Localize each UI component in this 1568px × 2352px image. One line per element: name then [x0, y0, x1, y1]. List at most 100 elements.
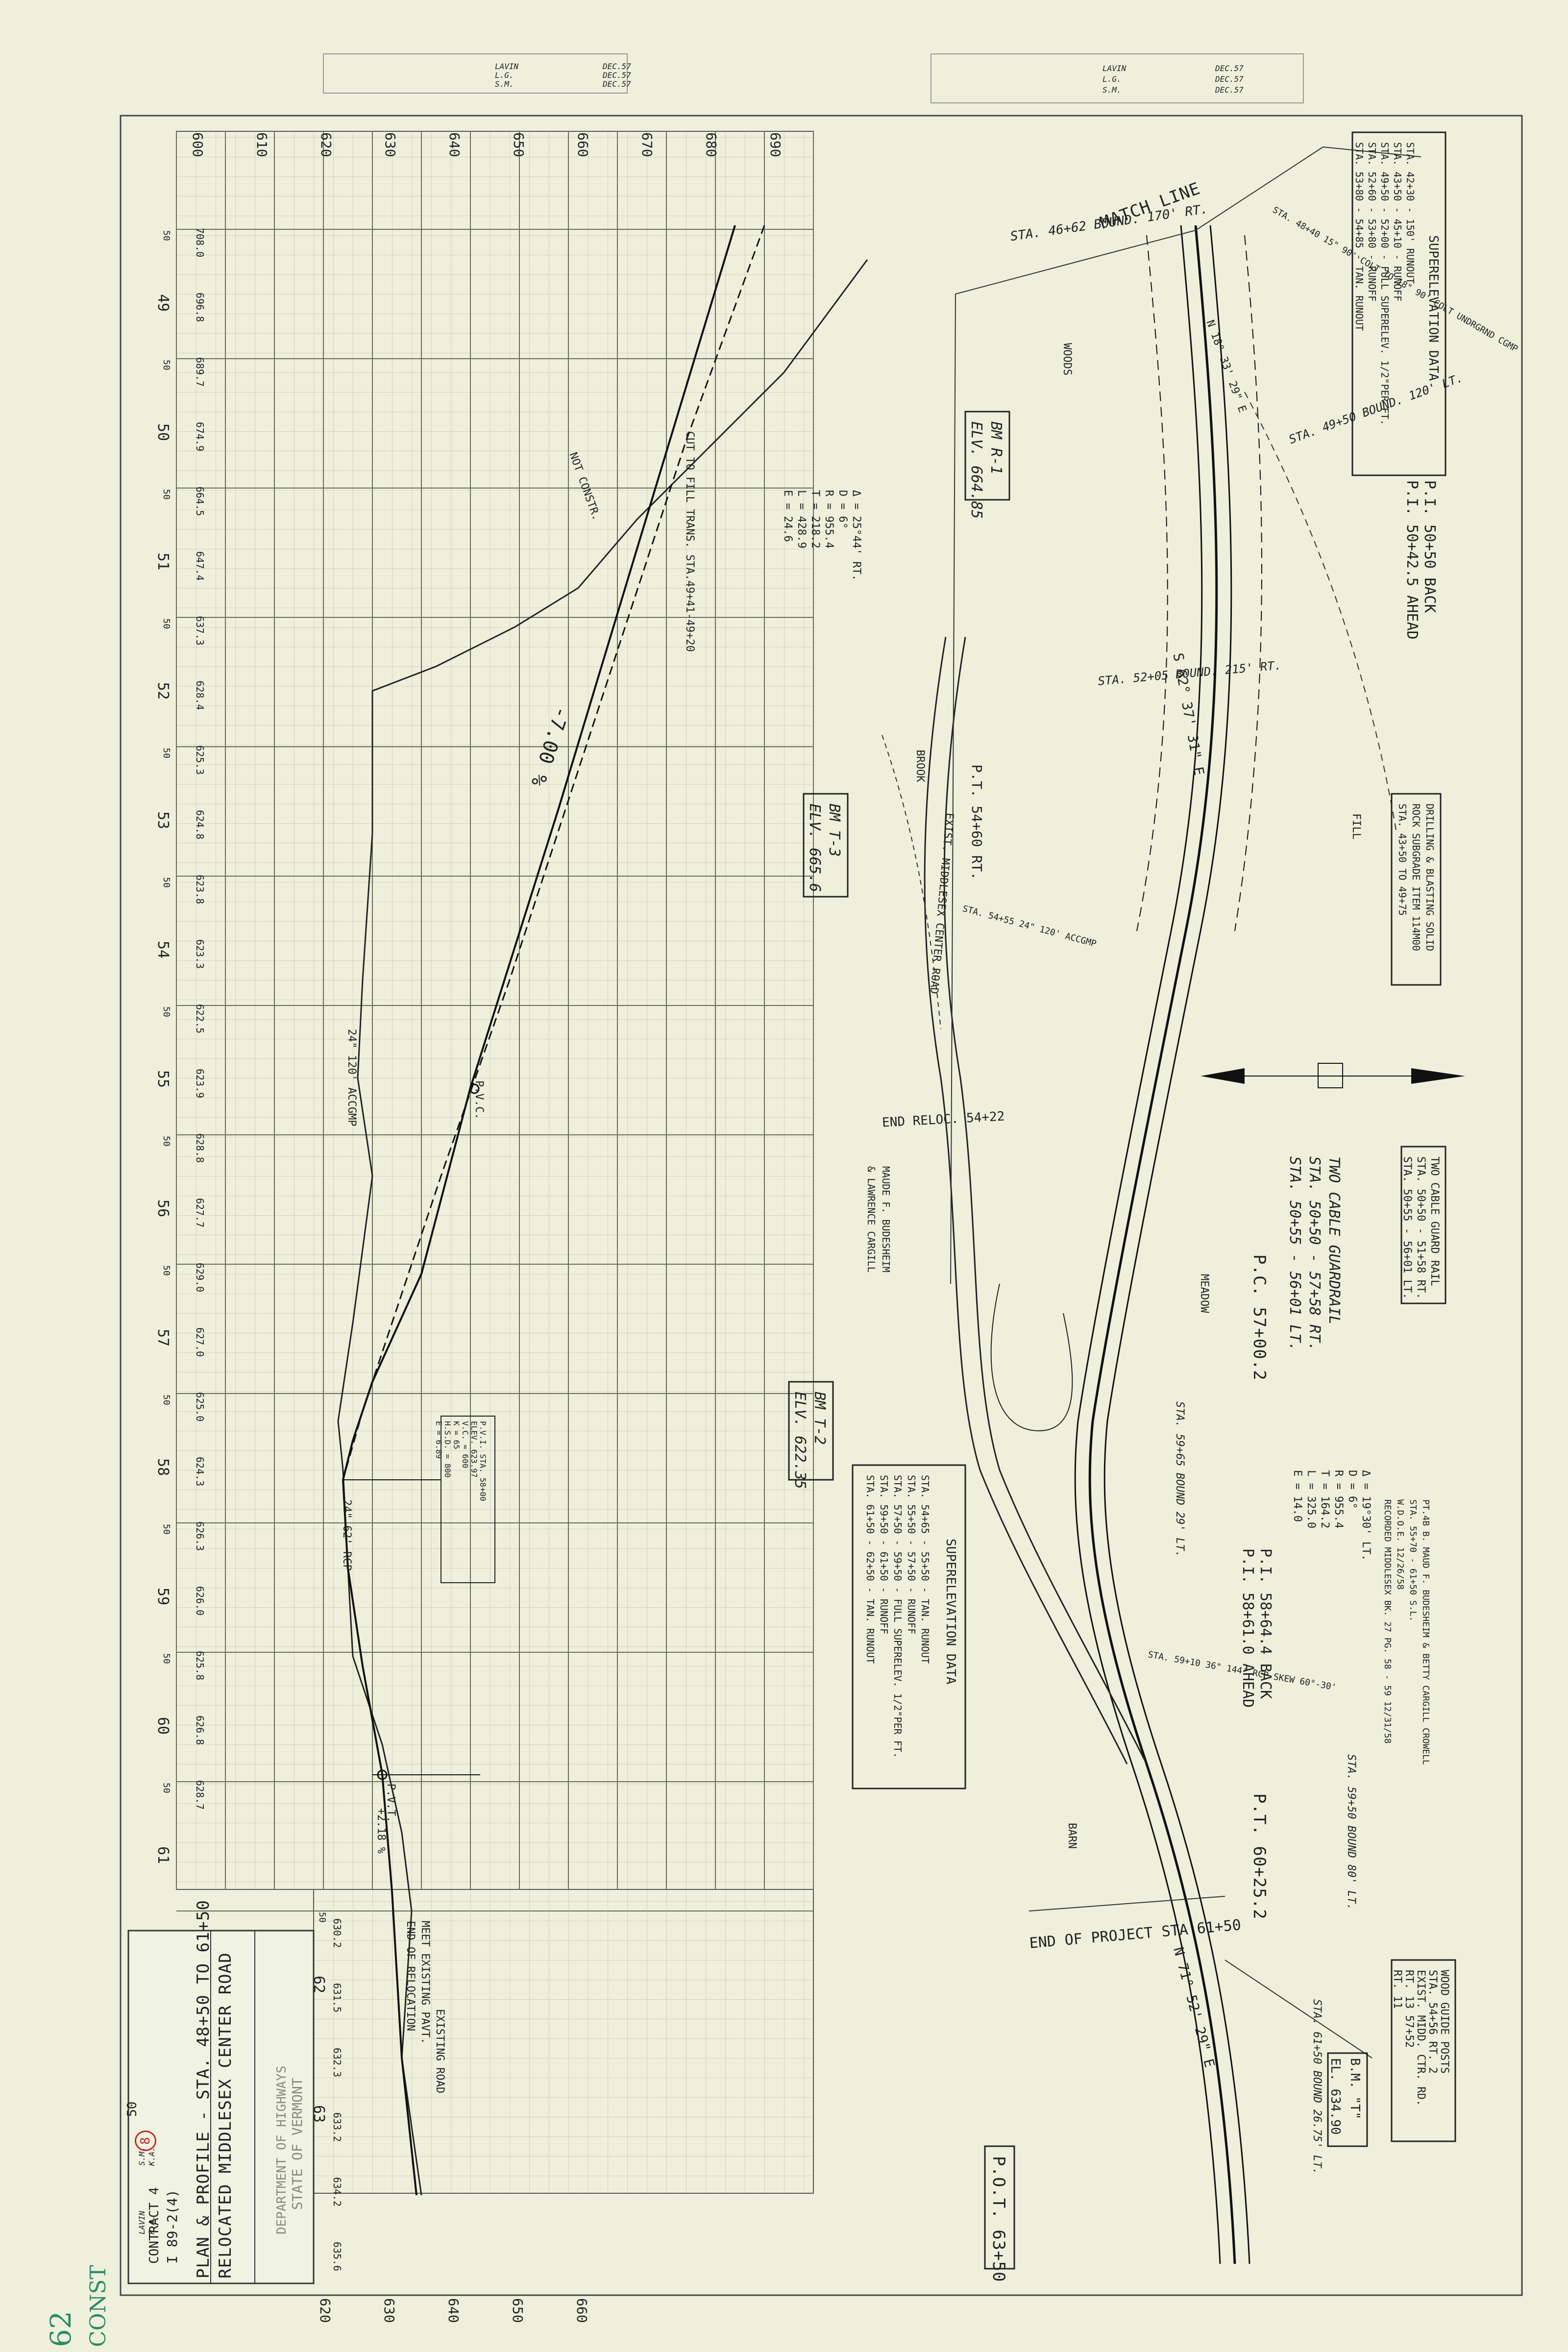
ground-elevation-label: 624.8 — [194, 810, 206, 840]
half-station-label: 50 — [161, 748, 172, 759]
station-label: 59 — [154, 1588, 172, 1606]
ground-elevation-label: 628.7 — [194, 1780, 206, 1810]
property-lines — [882, 147, 1421, 2058]
department: DEPARTMENT OF HIGHWAYS — [274, 2065, 289, 2234]
ground-elevation-label: 629.0 — [194, 1263, 206, 1293]
half-station-label: 50 — [161, 1524, 172, 1535]
signature: R.A. — [147, 2215, 156, 2234]
ground-elevation-label: 627.7 — [194, 1198, 206, 1228]
elevation-label-bottom: 650 — [510, 2298, 526, 2323]
drill-line: STA. 43+50 TO 49+75 — [1396, 804, 1408, 916]
elevation-label-bottom: 660 — [574, 2298, 590, 2323]
station-label: 53 — [154, 811, 172, 830]
se1-line: STA. 42+30 - 150' RUNOUT — [1404, 142, 1416, 284]
bm-t3-box — [803, 793, 849, 898]
ground-elevation-label: 634.2 — [331, 2177, 343, 2207]
bmt-line: B.M. "T" — [1348, 2058, 1362, 2120]
sheet-border — [120, 115, 1523, 2296]
deed-line: W.D.O.E. 12/26/58 — [1395, 1499, 1405, 1590]
se2-line: STA. 61+50 - 62+50 - TAN. RUNOUT — [864, 1475, 876, 1664]
brook-label: BROOK — [914, 750, 926, 783]
pvc-point — [469, 1083, 480, 1094]
guardh-line: STA. 50+50 - 57+58 RT. — [1306, 1156, 1323, 1351]
proposed-grade-dashed — [342, 225, 765, 1480]
se1-line: STA. 49+50 - 52+00 - FULL SUPERELEV. 1/2… — [1379, 142, 1391, 425]
ground-elevation-label: 627.0 — [194, 1327, 206, 1357]
curve1-line: R = 955.4 — [823, 490, 835, 549]
station-label: 54 — [154, 941, 172, 959]
station-label: 56 — [154, 1200, 172, 1218]
drill-line: DRILLING & BLASTING SOLID — [1424, 804, 1436, 952]
pvc-label: P.V.C. — [473, 1080, 485, 1120]
revision-entry: DEC.57 — [603, 62, 631, 71]
revision-entry: L.G. — [495, 71, 514, 80]
se2-line: STA. 55+50 - 57+50 - RUNOFF — [906, 1475, 917, 1635]
ground-elevation-label: 623.3 — [194, 939, 206, 969]
elevation-label-top: 620 — [318, 132, 334, 157]
station-label: 57 — [154, 1329, 172, 1347]
deed-line: RECORDED MIDDLESEX BK. 27 PG. 58 - 59 12… — [1382, 1499, 1393, 1744]
existing-road-label: EXISTING ROAD — [434, 2009, 446, 2094]
ground-elevation-label: 623.8 — [194, 875, 206, 905]
station-label: 61 — [154, 1846, 172, 1864]
bmt3-line: BM T-3 — [826, 804, 843, 857]
curve1-line: T = 218.2 — [809, 490, 821, 549]
curve2-line: E = 14.0 — [1291, 1470, 1303, 1522]
elevation-label-top: 680 — [703, 132, 719, 157]
ground-elevation-label: 625.8 — [194, 1651, 206, 1681]
revision-block-2 — [931, 53, 1304, 103]
sta-bound-4: STA. 59+65 BOUND 29' LT. — [1174, 1401, 1186, 1557]
pvi-box-line: K = 65 — [452, 1421, 461, 1449]
elevation-label-bottom: 640 — [445, 2298, 462, 2323]
bm-r1-box — [964, 411, 1010, 501]
bm-t2-box — [788, 1381, 834, 1481]
road-alignment — [1074, 225, 1262, 2264]
curve1-line: E = 24.6 — [782, 490, 794, 542]
subtitle: PLAN & PROFILE - STA. 48+50 TO 61+50 — [194, 1900, 213, 2278]
elevation-label-top: 630 — [382, 132, 398, 157]
superelevation-box-2 — [852, 1464, 966, 1789]
half-station-label: 50 — [161, 1653, 172, 1664]
bmr1-line: BM R-1 — [987, 421, 1004, 475]
bmt2-line: BM T-2 — [811, 1392, 828, 1445]
half-station-label: 50 — [161, 489, 172, 500]
pvi-box-line: P.V.I. STA. 58+00 — [478, 1421, 488, 1501]
station-label: 52 — [154, 682, 172, 700]
se2-heading: SUPERELEVATION DATA — [943, 1539, 958, 1685]
barn-label: BARN — [1066, 1823, 1078, 1849]
station-label: 63 — [310, 2105, 327, 2123]
se2-line: STA. 59+50 - 61+50 - RUNOFF — [878, 1475, 890, 1635]
bm-t-box — [1327, 2052, 1368, 2147]
station-label: 55 — [154, 1070, 172, 1088]
elevation-label-top: 640 — [446, 132, 463, 157]
wood-posts-box — [1391, 1959, 1456, 2142]
pt-2-label: P.T. 60+25.2 — [1250, 1793, 1269, 1920]
title-block-frame — [127, 1930, 315, 2284]
profile-grid — [176, 131, 814, 1911]
half-station-label: 50 — [161, 1136, 172, 1147]
revision-block-1 — [323, 53, 628, 94]
curve1-line: L = 428.9 — [795, 490, 808, 549]
signature: K.A. — [147, 2147, 156, 2166]
fill-label: FILL — [1350, 813, 1362, 839]
curve2-line: T = 164.2 — [1319, 1470, 1331, 1529]
elevation-label-top: 600 — [190, 132, 206, 157]
station-label: 58 — [154, 1458, 172, 1476]
guardh-line: TWO CABLE GUARDRAIL — [1325, 1156, 1343, 1325]
se1-line: STA. 53+80 - 54+85 - TAN. RUNOUT — [1353, 142, 1365, 331]
elevation-label-top: 690 — [767, 132, 784, 157]
station-label: 62 — [310, 1976, 327, 1994]
bmt3-line: ELV. 665.6 — [806, 804, 823, 892]
guard-line: STA. 50+50 - 51+58 RT. — [1415, 1156, 1427, 1299]
end-relocation-label: END OF RELOCATION — [404, 1921, 416, 2032]
pc-label: P.C. 57+00.2 — [1250, 1254, 1269, 1381]
wood-line: RT. 11 — [1391, 1970, 1403, 2009]
elevation-label-bottom: 620 — [317, 2298, 333, 2323]
pi1-line: P.I. 50+50 BACK — [1421, 480, 1438, 613]
half-station-label: 50 — [161, 230, 172, 241]
ground-elevation-label: 628.8 — [194, 1133, 206, 1163]
ground-elevation-label: 633.2 — [331, 2112, 343, 2142]
half-station-label: 50 — [161, 1395, 172, 1405]
